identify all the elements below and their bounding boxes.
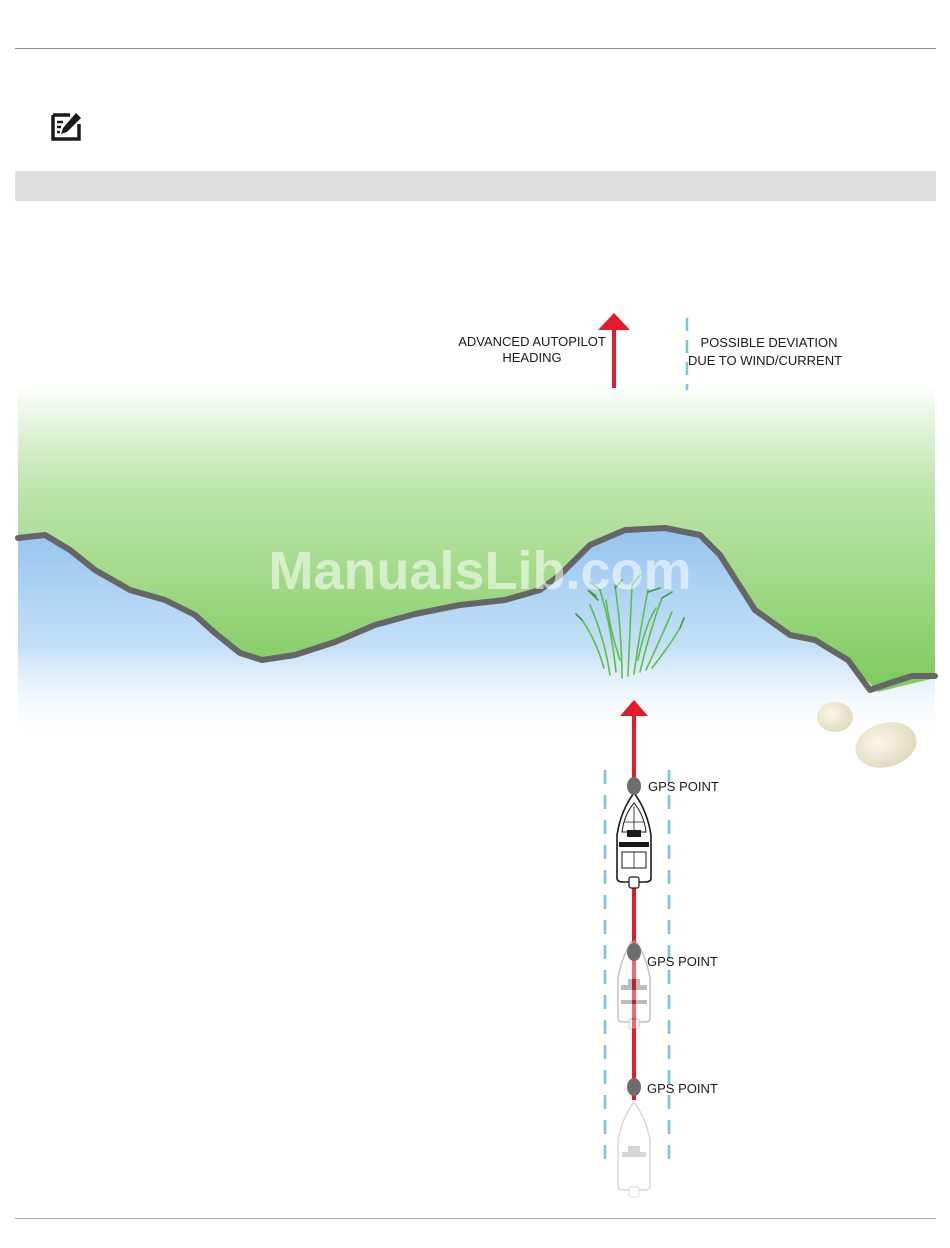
gps-point-label-2: GPS POINT bbox=[647, 954, 718, 969]
gps-point-marker-2 bbox=[627, 943, 641, 961]
boat-icon bbox=[618, 1102, 650, 1197]
gps-point-label-1: GPS POINT bbox=[648, 779, 719, 794]
gps-point-label-3: GPS POINT bbox=[647, 1081, 718, 1096]
deviation-legend-label-1: POSSIBLE DEVIATION bbox=[700, 335, 837, 350]
gps-point-marker-1 bbox=[627, 777, 641, 795]
watermark: ManualsLib.com bbox=[268, 541, 691, 601]
heading-legend-label-1: ADVANCED AUTOPILOT bbox=[458, 334, 606, 349]
deviation-legend-label-2: DUE TO WIND/CURRENT bbox=[688, 353, 842, 368]
heading-legend-label-2: HEADING bbox=[502, 350, 561, 365]
gps-point-marker-3 bbox=[627, 1078, 641, 1096]
bottom-rule bbox=[15, 1218, 936, 1219]
heading-legend-arrow bbox=[598, 313, 630, 388]
boat-icon bbox=[617, 793, 651, 888]
